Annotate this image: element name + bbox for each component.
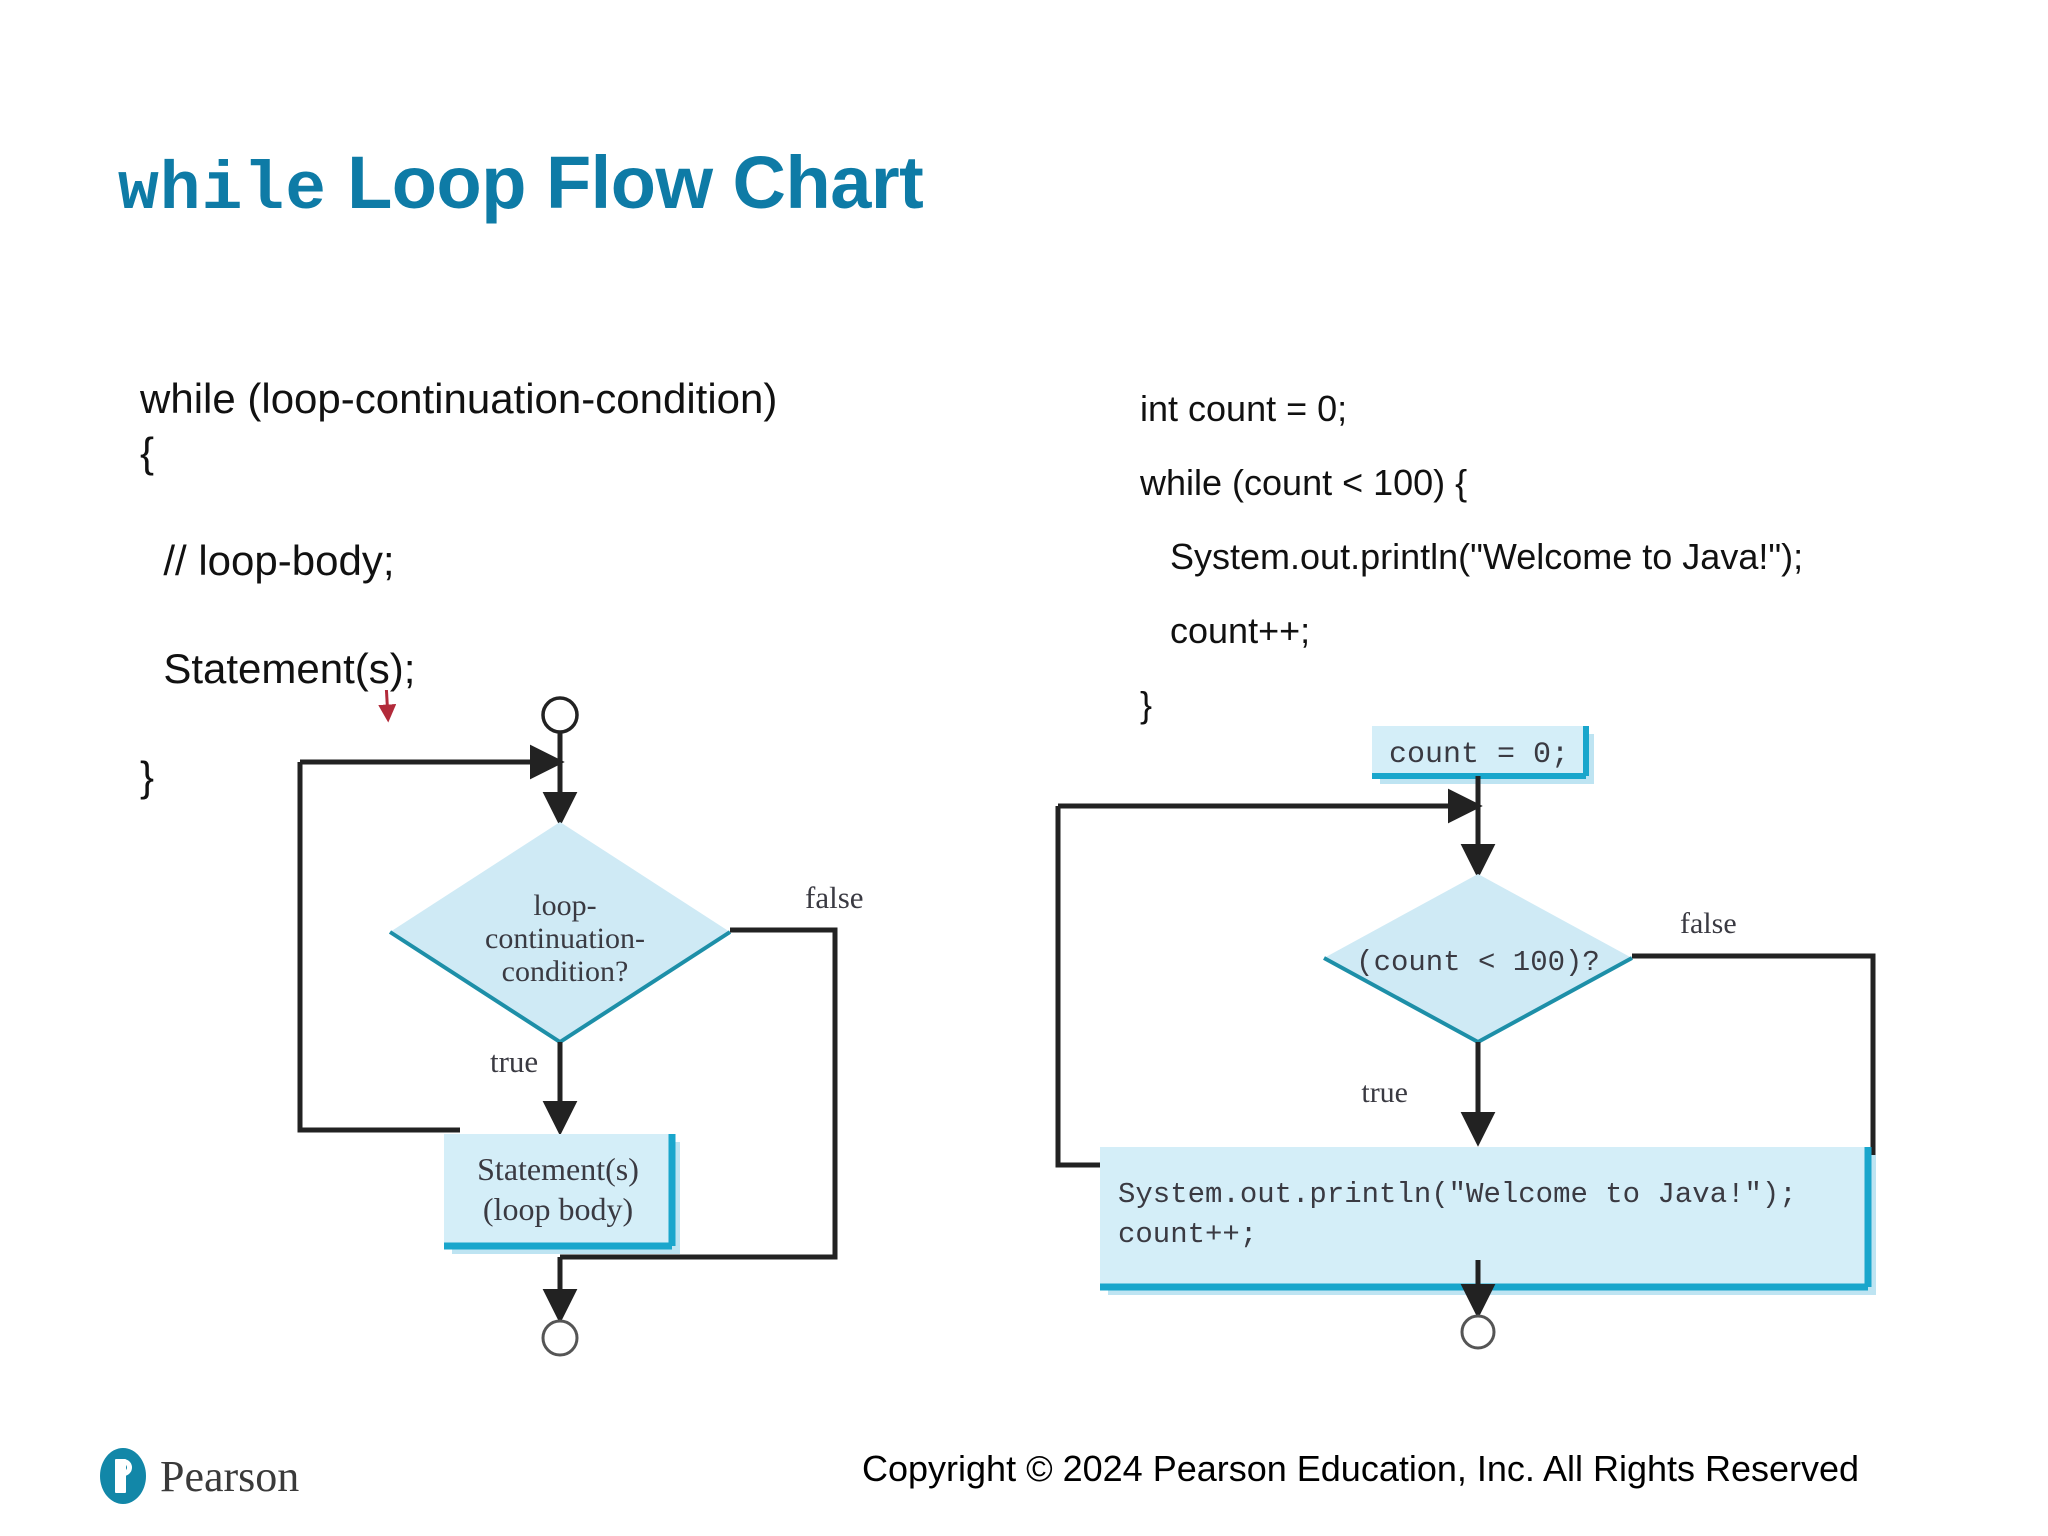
connector-loopback-rail	[1055, 806, 1102, 1168]
decision-label-line1: loop-	[533, 889, 596, 922]
page-title-rest: Loop Flow Chart	[327, 141, 924, 224]
left-code-snippet: while (loop-continuation-condition) { //…	[140, 375, 778, 800]
end-circle	[1460, 1314, 1496, 1350]
red-pointer-line	[378, 690, 397, 723]
process-label-line2: (loop body)	[483, 1191, 633, 1227]
process-label-line2: count++;	[1118, 1218, 1257, 1251]
init-box	[1372, 726, 1586, 776]
process-box	[444, 1134, 672, 1246]
decision-label-line2: continuation-	[485, 922, 645, 955]
left-flowchart: loop- continuation- condition? false tru…	[260, 690, 960, 1360]
start-circle	[541, 696, 579, 734]
true-label: true	[1361, 1076, 1408, 1109]
process-box	[1100, 1147, 1868, 1287]
pearson-logo: Pearson	[100, 1448, 299, 1504]
process-label-line1: Statement(s)	[477, 1151, 639, 1187]
true-label: true	[490, 1044, 538, 1079]
process-box-edge	[444, 1134, 676, 1250]
decision-label: (count < 100)?	[1356, 946, 1600, 979]
decision-label-line3: condition?	[502, 955, 629, 988]
pearson-wordmark: Pearson	[160, 1451, 300, 1501]
right-code-snippet: int count = 0; while (count < 100) { Sys…	[1140, 388, 1804, 725]
false-label: false	[805, 880, 864, 915]
pearson-mark-icon	[100, 1448, 146, 1504]
connector-false	[560, 927, 838, 1260]
copyright-text: Copyright © 2024 Pearson Education, Inc.…	[862, 1448, 1860, 1489]
false-label: false	[1680, 907, 1737, 940]
process-label-line1: System.out.println("Welcome to Java!");	[1118, 1178, 1797, 1211]
init-box-label: count = 0;	[1389, 738, 1569, 772]
right-flowchart: count = 0; (count < 100)? false true Sys…	[1040, 690, 1940, 1370]
end-circle	[541, 1319, 579, 1357]
connector-loopback-rail	[297, 762, 460, 1133]
page-title-keyword: while	[118, 152, 328, 229]
page-title: while Loop Flow Chart	[118, 140, 924, 229]
